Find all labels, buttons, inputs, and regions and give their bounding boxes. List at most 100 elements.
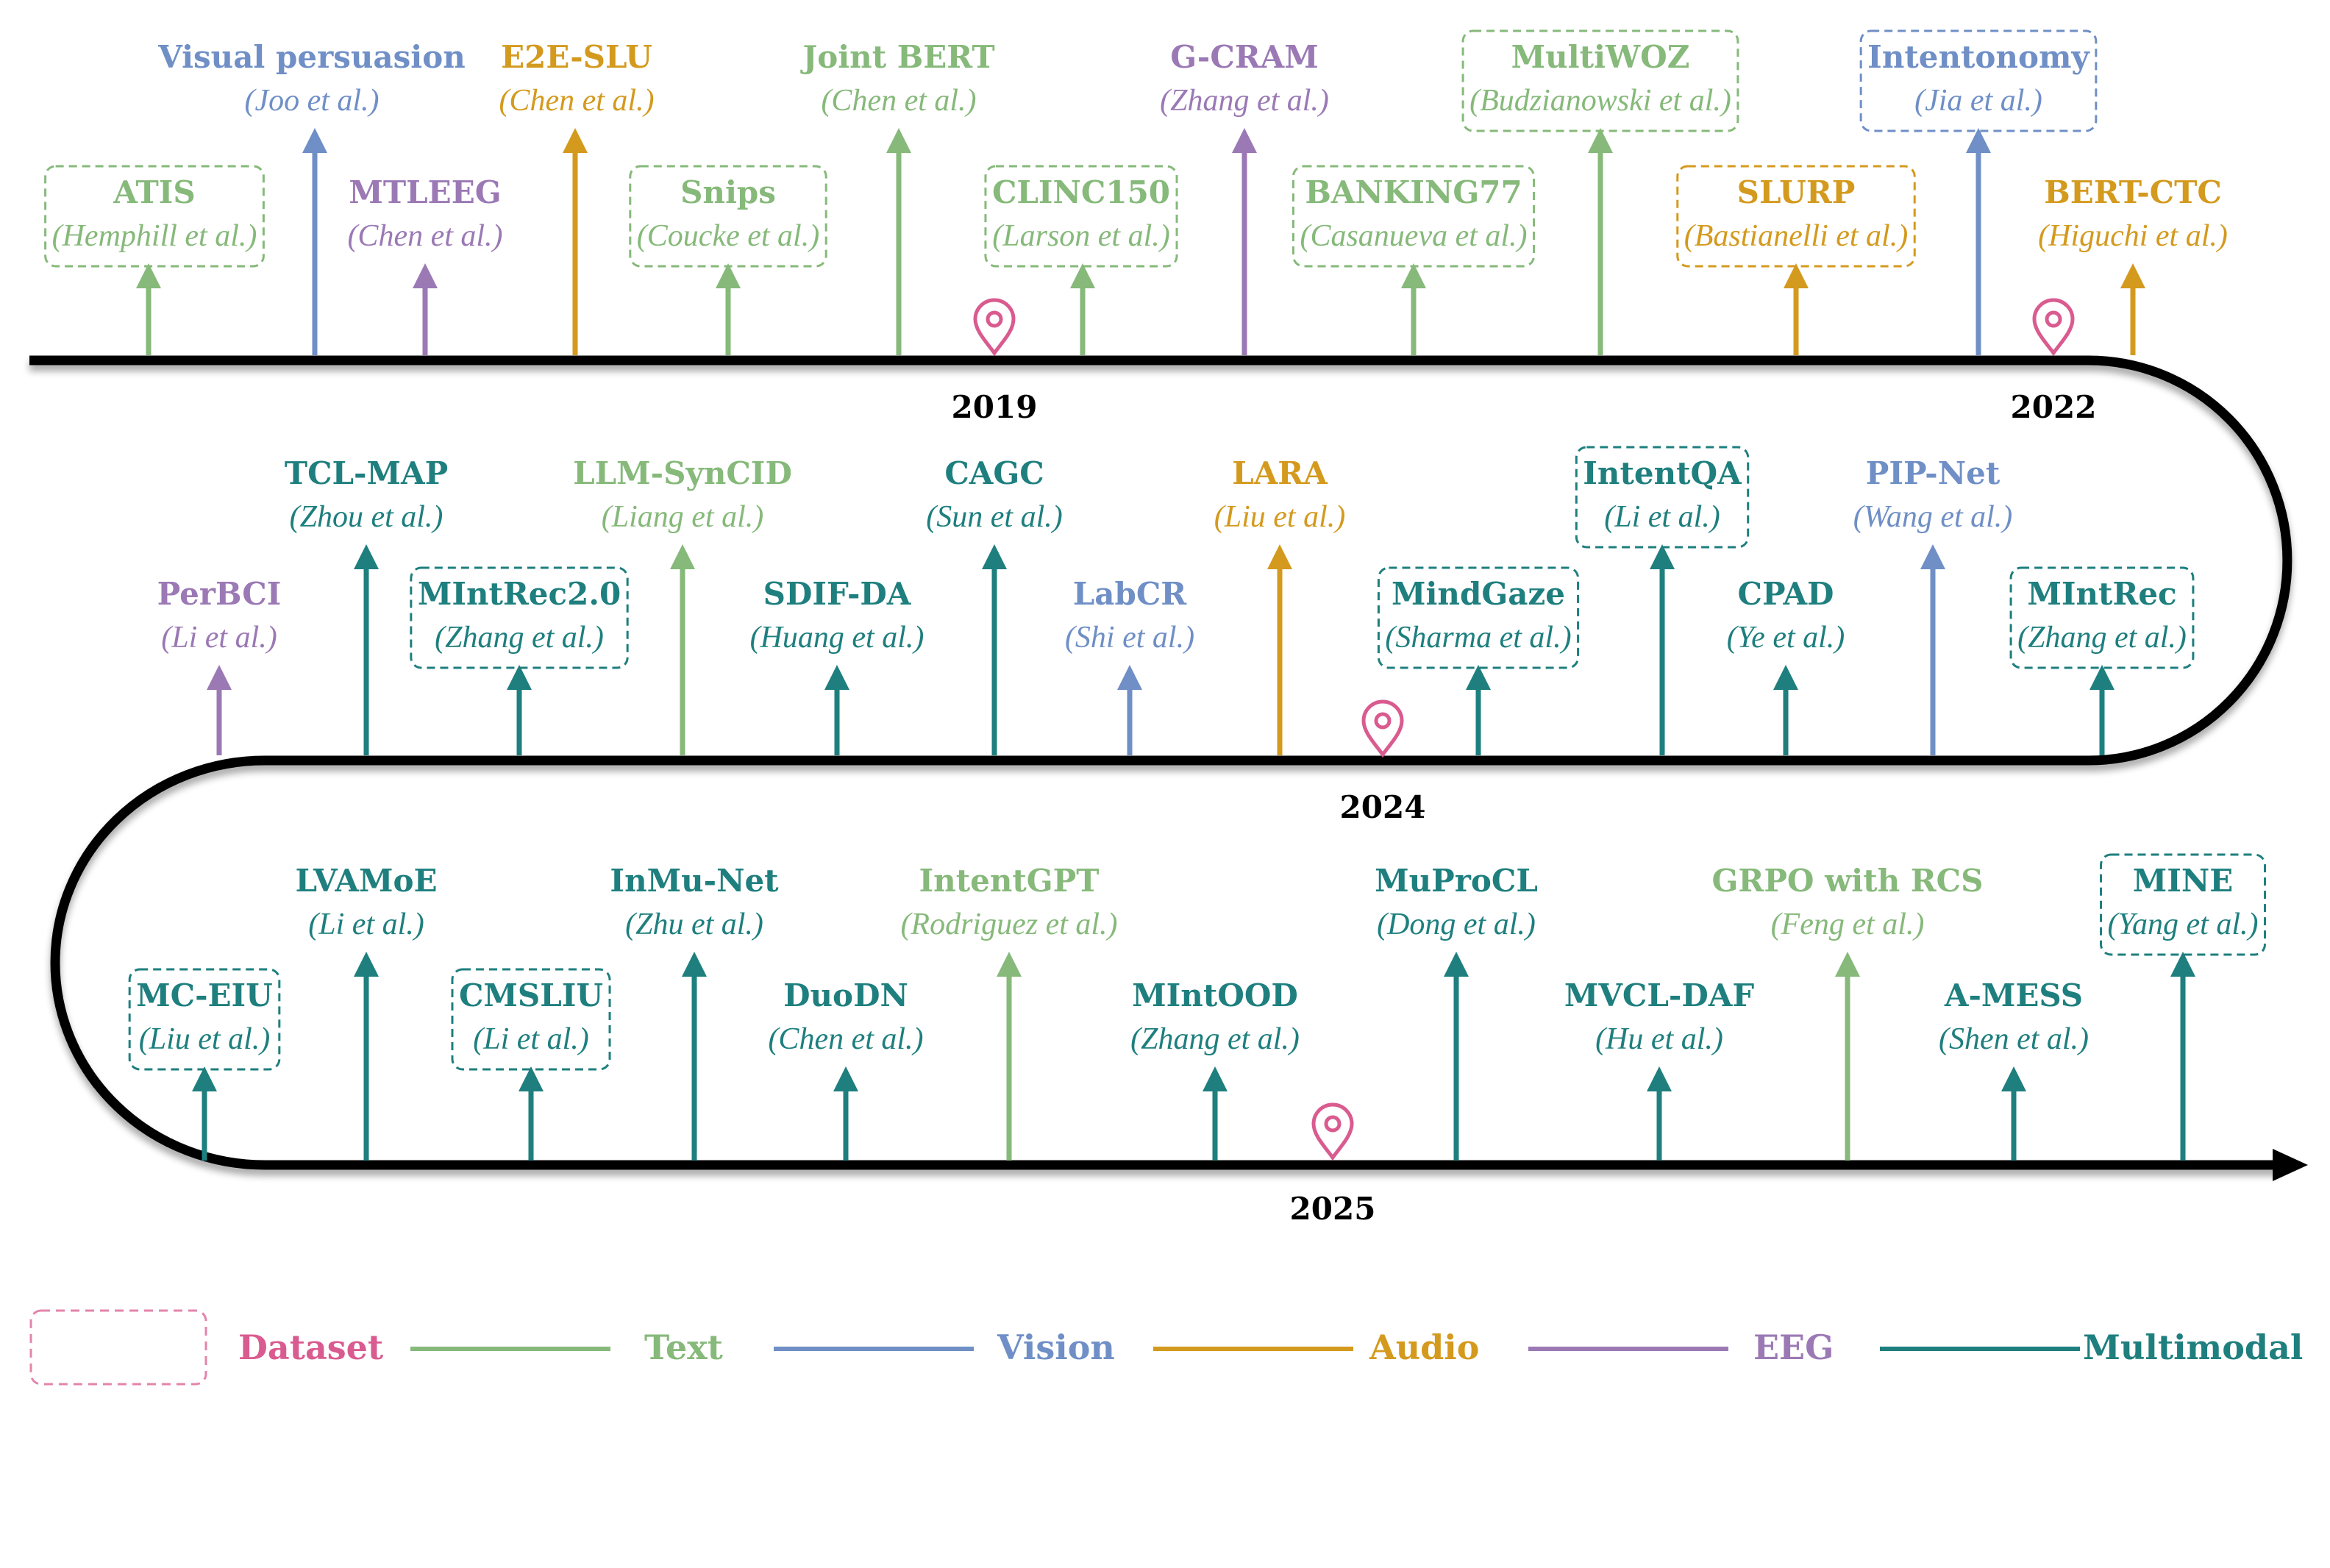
event-author: (Liu et al.) — [1214, 500, 1345, 534]
event-author: (Li et al.) — [1604, 500, 1720, 534]
event-title: TCL-MAP — [285, 455, 448, 491]
event-title: LLM-SynCID — [573, 455, 792, 491]
event-arrowhead — [682, 952, 707, 977]
timeline-event: CLINC150(Larson et al.) — [984, 165, 1178, 355]
event-arrowhead — [1466, 665, 1491, 690]
timeline-event: MIntRec (Zhang et al.) — [2009, 566, 2195, 755]
legend-audio-label: Audio — [1369, 1328, 1479, 1367]
event-author: (Wang et al.) — [1853, 500, 2013, 534]
event-arrowhead — [1773, 665, 1798, 690]
event-arrowhead — [1835, 952, 1860, 977]
dataset-box — [984, 165, 1178, 268]
event-author: (Hemphill et al.) — [52, 219, 257, 253]
event-title: MultiWOZ — [1511, 39, 1690, 75]
event-author: (Zhang et al.) — [1160, 84, 1329, 118]
event-title: LARA — [1232, 455, 1328, 491]
timeline-event: IntentQA(Li et al.) — [1575, 446, 1750, 755]
event-title: MIntOOD — [1132, 977, 1298, 1013]
year-label-2019: 2019 — [952, 389, 1038, 425]
event-arrowhead — [1267, 544, 1292, 569]
event-author: (Chen et al.) — [821, 84, 976, 118]
timeline-event: BERT-CTC (Higuchi et al.) — [2038, 174, 2228, 355]
event-author: (Larson et al.) — [992, 219, 1170, 253]
timeline-event: LabCR(Shi et al.) — [1065, 576, 1194, 755]
timeline-event: A-MESS(Shen et al.) — [1939, 977, 2089, 1161]
event-author: (Sun et al.) — [926, 500, 1062, 534]
event-title: GRPO with RCS — [1712, 863, 1984, 899]
year-label-2022: 2022 — [2011, 389, 2097, 425]
timeline-event: E2E-SLU(Chen et al.) — [499, 39, 655, 355]
timeline-event: DuoDN (Chen et al.) — [768, 977, 924, 1161]
event-author: (Li et al.) — [161, 621, 277, 655]
event-arrowhead — [1647, 1066, 1672, 1091]
timeline-event: IntentGPT (Rodriguez et al.) — [900, 863, 1118, 1161]
event-author: (Zhang et al.) — [1130, 1022, 1300, 1056]
event-title: Snips — [680, 174, 776, 210]
event-arrowhead — [563, 128, 588, 153]
event-arrowhead — [2170, 952, 2195, 977]
event-author: (Shen et al.) — [1939, 1022, 2089, 1056]
timeline-event: MTLEEG(Chen et al.) — [347, 174, 503, 355]
event-arrowhead — [1444, 952, 1469, 977]
event-title: InMu-Net — [610, 863, 779, 899]
event-arrowhead — [1650, 544, 1675, 569]
timeline-event: Snips (Coucke et al.) — [629, 165, 827, 355]
event-author: (Zhang et al.) — [2017, 621, 2187, 655]
timeline-event: SLURP(Bastianelli et al.) — [1676, 165, 1916, 355]
event-author: (Zhou et al.) — [290, 500, 443, 534]
timeline-event: LARA (Liu et al.) — [1214, 455, 1345, 755]
timeline-track — [29, 355, 2292, 1170]
legend-multimodal-label: Multimodal — [2083, 1328, 2303, 1367]
timeline-event: ATIS(Hemphill et al.) — [44, 165, 265, 355]
event-arrowhead — [2120, 263, 2145, 288]
event-author: (Li et al.) — [473, 1022, 588, 1056]
dataset-box — [410, 566, 629, 669]
event-arrowhead — [1920, 544, 1945, 569]
timeline-event: MVCL-DAF (Hu et al.) — [1564, 977, 1754, 1161]
event-arrowhead — [1203, 1066, 1228, 1091]
dataset-box — [1859, 29, 2098, 132]
timeline-end-arrowhead — [2273, 1149, 2308, 1181]
event-title: MVCL-DAF — [1564, 977, 1754, 1013]
event-title: BERT-CTC — [2044, 174, 2222, 210]
event-arrowhead — [997, 952, 1022, 977]
location-pin-icon — [1311, 1102, 1354, 1161]
event-author: (Liang et al.) — [602, 500, 763, 534]
event-title: MIntRec — [2027, 576, 2176, 612]
legend-text-label: Text — [644, 1328, 724, 1367]
timeline-event: MindGaze(Sharma et al.) — [1377, 566, 1580, 755]
timeline-event: MuProCL(Dong et al.) — [1375, 863, 1538, 1161]
event-author: (Liu et al.) — [139, 1022, 270, 1056]
legend-vision-label: Vision — [997, 1328, 1115, 1367]
event-author: (Coucke et al.) — [637, 219, 819, 253]
timeline-event: MC-EIU(Liu et al.) — [128, 968, 281, 1161]
event-title: DuoDN — [783, 977, 908, 1013]
event-author: (Higuchi et al.) — [2038, 219, 2228, 253]
event-arrowhead — [1966, 128, 1991, 153]
dataset-box — [1292, 165, 1536, 268]
legend: Dataset Text Vision Audio EEG Multimodal — [29, 1309, 2303, 1386]
event-author: (Bastianelli et al.) — [1684, 219, 1908, 253]
timeline-event: CPAD(Ye et al.) — [1727, 576, 1845, 755]
event-arrowhead — [519, 1066, 544, 1091]
timeline-event: BANKING77(Casanueva et al.) — [1292, 165, 1536, 355]
dataset-box — [1575, 446, 1750, 549]
event-title: MTLEEG — [349, 174, 501, 210]
event-title: MIntRec2.0 — [418, 576, 621, 612]
event-author: (Rodriguez et al.) — [900, 908, 1117, 941]
event-author: (Chen et al.) — [768, 1022, 923, 1056]
dataset-box — [2100, 853, 2266, 956]
location-pin-icon — [1361, 699, 1404, 758]
event-arrowhead — [1070, 263, 1095, 288]
event-author: (Hu et al.) — [1595, 1022, 1723, 1056]
event-author: (Huang et al.) — [750, 621, 924, 655]
event-arrowhead — [207, 665, 232, 690]
event-title: BANKING77 — [1305, 174, 1522, 210]
timeline-event: SDIF-DA(Huang et al.) — [750, 576, 924, 755]
legend-eeg-label: EEG — [1753, 1328, 1834, 1367]
location-pin-icon — [973, 298, 1016, 357]
event-arrowhead — [136, 263, 161, 288]
event-author: (Yang et al.) — [2108, 908, 2259, 941]
event-arrowhead — [2089, 665, 2115, 690]
event-title: IntentGPT — [919, 863, 1100, 899]
